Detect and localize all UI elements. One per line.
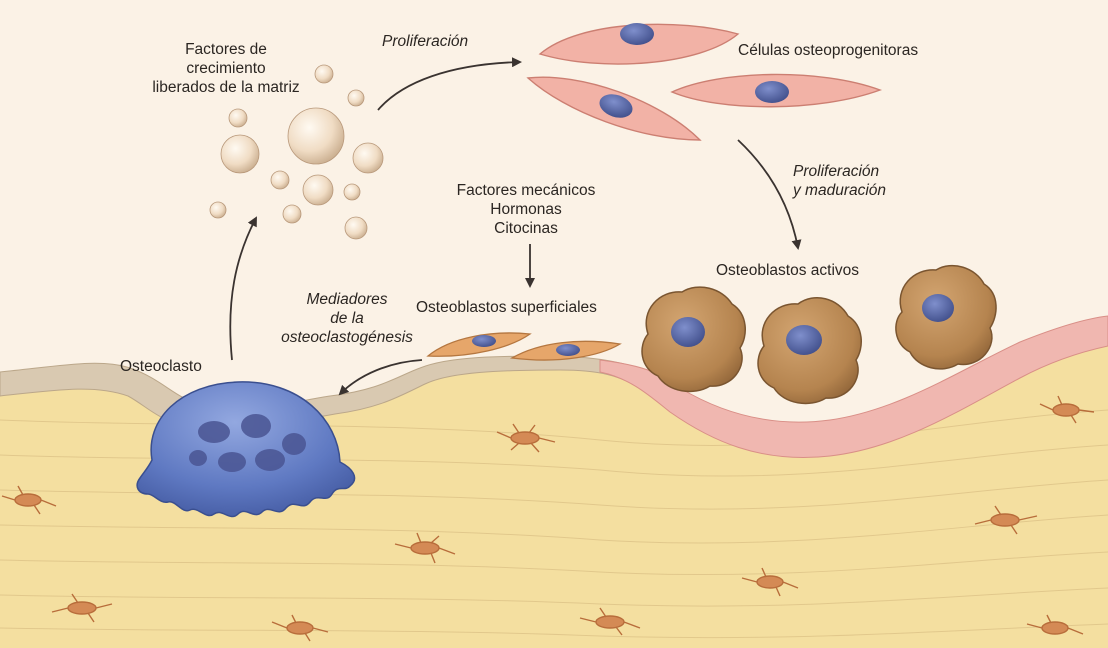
label-mediators-line2: de la bbox=[272, 309, 422, 328]
label-regulators-line3: Citocinas bbox=[426, 219, 626, 238]
label-proliferation-maturation: Proliferación y maduración bbox=[793, 162, 886, 200]
label-growth-factors-line1: Factores de bbox=[136, 40, 316, 59]
active-osteoblast bbox=[896, 266, 996, 369]
label-proliferation-maturation-line1: Proliferación bbox=[793, 162, 886, 181]
label-proliferation: Proliferación bbox=[382, 32, 468, 51]
label-regulators-line1: Factores mecánicos bbox=[426, 181, 626, 200]
label-mediators-line1: Mediadores bbox=[272, 290, 422, 309]
label-osteoprogenitor-cells: Células osteoprogenitoras bbox=[738, 41, 918, 60]
label-growth-factors-line2: crecimiento bbox=[136, 59, 316, 78]
label-growth-factors-line3: liberados de la matriz bbox=[136, 78, 316, 97]
label-mediators: Mediadores de la osteoclastogénesis bbox=[272, 290, 422, 347]
label-regulators-line2: Hormonas bbox=[426, 200, 626, 219]
label-mediators-line3: osteoclastogénesis bbox=[272, 328, 422, 347]
active-osteoblast bbox=[758, 298, 861, 404]
label-growth-factors: Factores de crecimiento liberados de la … bbox=[136, 40, 316, 97]
label-regulators: Factores mecánicos Hormonas Citocinas bbox=[426, 181, 626, 238]
active-osteoblast bbox=[642, 287, 745, 391]
label-proliferation-maturation-line2: y maduración bbox=[793, 181, 886, 200]
label-active-osteoblasts: Osteoblastos activos bbox=[716, 261, 859, 280]
label-surface-osteoblasts: Osteoblastos superficiales bbox=[416, 298, 597, 317]
label-osteoclast: Osteoclasto bbox=[120, 357, 202, 376]
